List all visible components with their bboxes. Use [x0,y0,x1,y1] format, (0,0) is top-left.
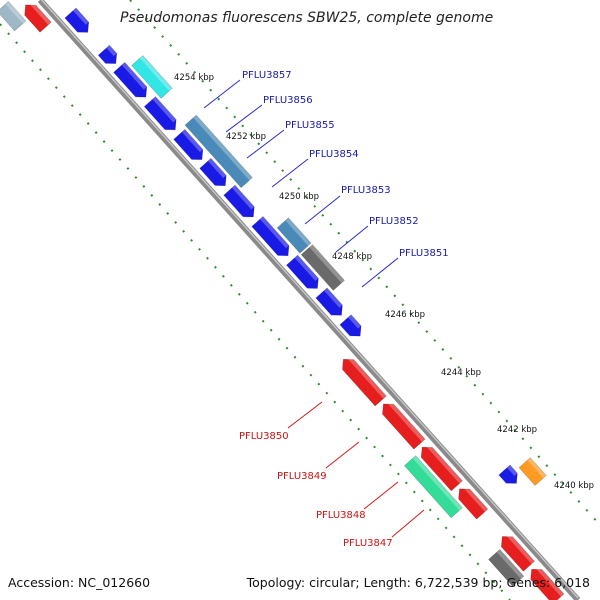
label-leader [325,441,360,469]
grey-gene-block[interactable] [488,549,525,587]
reverse-gene-arrow[interactable] [417,442,463,492]
label-leader [203,79,241,109]
reverse-gene-arrow[interactable] [497,531,535,572]
gene-label-pflu3853[interactable]: PFLU3853 [341,185,391,196]
label-leader [361,257,399,288]
tick-label: 4240 kbp [554,481,594,491]
forward-gene-arrow[interactable] [223,184,259,222]
gene-features [0,0,565,600]
map-title: Pseudomonas fluorescens SBW25, complete … [120,10,494,26]
gene-label-pflu3854[interactable]: PFLU3854 [309,149,359,160]
forward-gene-arrow[interactable] [315,287,347,320]
label-leader [391,509,425,538]
tick-label: 4244 kbp [441,368,481,378]
forward-gene-arrow[interactable] [199,157,231,190]
label-leader [335,225,369,253]
forward-gene-arrow[interactable] [251,216,294,260]
forward-gene-arrow[interactable] [173,128,208,164]
cyan-gene-block[interactable] [131,55,173,99]
forward-gene-arrow[interactable] [286,254,324,293]
gene-label-pflu3857[interactable]: PFLU3857 [242,70,292,81]
grey-gene-block[interactable] [300,244,345,291]
hypothetical-gene-block[interactable] [184,114,253,189]
gene-label-pflu3847[interactable]: PFLU3847 [343,538,393,549]
backbone-line [37,0,581,600]
label-leader [271,158,309,188]
gene-label-pflu3855[interactable]: PFLU3855 [285,120,335,131]
label-leader [246,129,285,159]
reverse-gene-arrow[interactable] [378,398,426,450]
label-leader [363,481,399,510]
forward-gene-arrow[interactable] [113,61,152,102]
gene-label-pflu3849[interactable]: PFLU3849 [277,471,327,482]
backbone-line-highlight [40,0,579,599]
teal-gene-block[interactable] [404,455,463,519]
gene-label-pflu3856[interactable]: PFLU3856 [263,95,313,106]
gene-label-pflu3851[interactable]: PFLU3851 [399,248,449,259]
gene-label-pflu3850[interactable]: PFLU3850 [239,431,289,442]
reverse-gene-arrow[interactable] [454,483,489,520]
genome-stats-text: Topology: circular; Length: 6,722,539 bp… [246,575,590,590]
forward-gene-arrow[interactable] [143,96,181,135]
tick-label: 4250 kbp [279,192,319,202]
gene-label-pflu3852[interactable]: PFLU3852 [369,216,419,227]
inner-tick-dots [0,23,511,600]
label-leader [225,104,263,133]
tick-label: 4242 kbp [497,425,537,435]
hypothetical-gene-block[interactable] [276,217,312,254]
grey-gene-block[interactable] [0,1,27,32]
tick-label: 4248 kbp [332,252,372,262]
forward-gene-arrow[interactable] [64,7,94,37]
reverse-gene-arrow[interactable] [338,354,387,407]
label-leader [304,195,341,225]
orange-gene-block[interactable] [518,457,547,486]
forward-gene-arrow[interactable] [97,44,121,68]
reverse-gene-arrow[interactable] [20,0,52,33]
forward-gene-arrow[interactable] [339,314,366,341]
accession-text: Accession: NC_012660 [8,575,151,590]
label-leader [287,401,323,429]
reverse-gene-arrow[interactable] [526,564,565,600]
tick-label: 4252 kbp [226,132,266,142]
tick-label: 4254 kbp [174,73,214,83]
forward-gene-arrow[interactable] [498,464,522,488]
tick-label: 4246 kbp [385,310,425,320]
gene-label-pflu3848[interactable]: PFLU3848 [316,510,366,521]
